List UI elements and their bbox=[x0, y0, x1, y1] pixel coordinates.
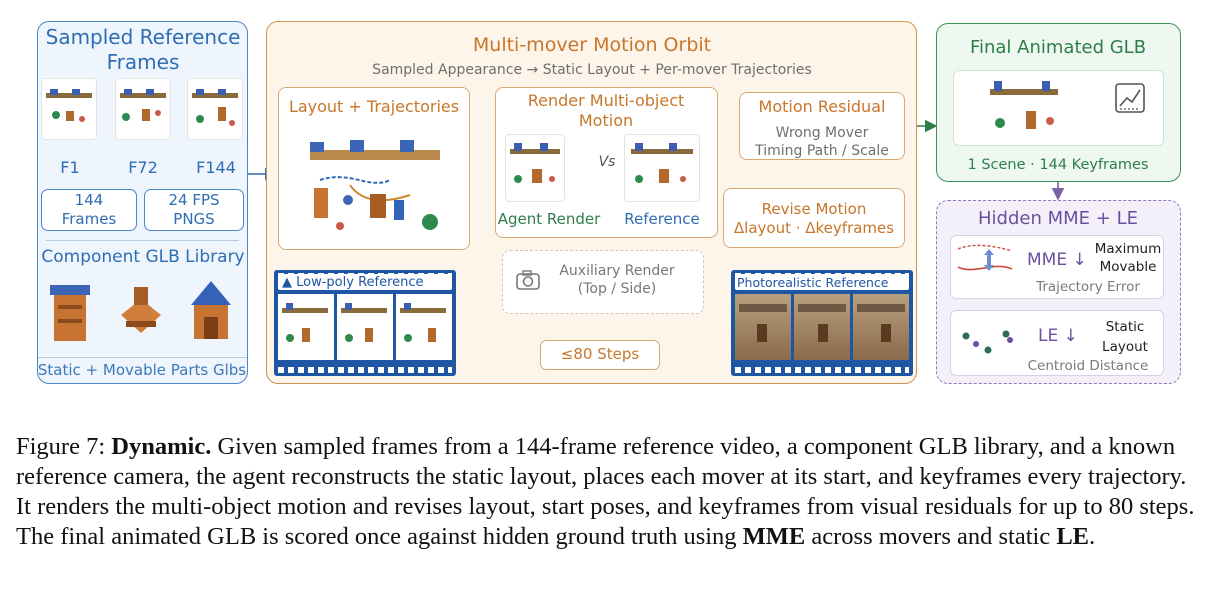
photorealistic-film-strip: Photorealistic Reference bbox=[731, 270, 913, 376]
frame-label-f144: F144 bbox=[196, 158, 236, 177]
revise-motion-box bbox=[723, 188, 905, 248]
frame-thumbnail-f1 bbox=[41, 78, 97, 140]
component-glb-library-icons bbox=[50, 281, 231, 341]
caption-bold-mme: MME bbox=[742, 523, 806, 550]
frames-count-box bbox=[41, 189, 137, 231]
agent-render-thumbnail bbox=[505, 134, 565, 202]
photo-label-bg bbox=[735, 274, 909, 290]
lowpoly-label-bg bbox=[278, 274, 452, 290]
caption-text-1: Given sampled frames from a 144-frame re… bbox=[16, 433, 1195, 550]
lowpoly-frame-2 bbox=[337, 294, 393, 360]
mme-card bbox=[950, 235, 1164, 299]
lowpoly-label: ▲ Low-poly Reference bbox=[282, 275, 424, 290]
le-label: LE ↓ bbox=[1038, 326, 1078, 346]
lowpoly-frame-3 bbox=[396, 294, 452, 360]
layout-trajectories-title: Layout + Trajectories bbox=[288, 97, 460, 116]
frame-label-f1: F1 bbox=[60, 158, 80, 177]
layout-trajectories-box bbox=[278, 87, 470, 250]
component-library-title: Component GLB Library bbox=[41, 247, 245, 267]
le-card bbox=[950, 310, 1164, 376]
mme-subtitle: Trajectory Error bbox=[1036, 279, 1140, 295]
centroid-dots-icon bbox=[962, 330, 1013, 354]
final-caption: 1 Scene · 144 Keyframes bbox=[967, 157, 1149, 173]
final-scene-preview bbox=[953, 70, 1164, 146]
caption-bold-le: LE bbox=[1056, 523, 1090, 550]
layout-scene-illustration bbox=[310, 140, 440, 230]
motion-orbit-subtitle: Sampled Appearance → Static Layout + Per… bbox=[372, 62, 812, 78]
camera-icon bbox=[516, 270, 540, 290]
agent-render-label: Agent Render bbox=[497, 210, 601, 228]
tree-icon: ▲ bbox=[282, 275, 297, 290]
motion-residual-box bbox=[739, 92, 905, 160]
versus-label: Vs bbox=[598, 154, 616, 170]
caption-text-2: across movers and static bbox=[811, 523, 1051, 550]
reference-thumbnail bbox=[624, 134, 700, 202]
photo-frame-1 bbox=[735, 294, 791, 360]
frame-thumbnail-f72 bbox=[115, 78, 171, 140]
left-divider bbox=[46, 240, 239, 241]
motion-orbit-title: Multi-mover Motion Orbit bbox=[472, 34, 712, 56]
caption-text-3: . bbox=[1089, 523, 1096, 550]
lowpoly-frame-1 bbox=[278, 294, 334, 360]
steps-label: ≤80 Steps bbox=[560, 345, 640, 363]
le-subtitle: Centroid Distance bbox=[1027, 358, 1149, 374]
auxiliary-render-box bbox=[502, 250, 704, 314]
photo-frame-3 bbox=[853, 294, 909, 360]
fps-box bbox=[144, 189, 244, 231]
trajectory-error-icon bbox=[957, 244, 1013, 271]
mme-label: MME ↓ bbox=[1027, 250, 1087, 270]
left-footer-divider bbox=[38, 357, 247, 358]
auxiliary-render-text: Auxiliary Render(Top / Side) bbox=[559, 263, 675, 297]
caption-bold-dynamic: Dynamic. bbox=[111, 433, 212, 460]
frame-thumbnail-f144 bbox=[187, 78, 243, 140]
reference-label: Reference bbox=[624, 210, 700, 228]
frame-label-f72: F72 bbox=[128, 158, 158, 177]
final-animated-glb-title: Final Animated GLB bbox=[969, 37, 1147, 58]
lowpoly-film-strip: ▲ Low-poly Reference bbox=[274, 270, 456, 376]
photorealistic-label: Photorealistic Reference bbox=[737, 275, 889, 290]
figure-caption: Figure 7: Dynamic. Given sampled frames … bbox=[16, 432, 1206, 552]
photo-frame-2 bbox=[794, 294, 850, 360]
hidden-metrics-title: Hidden MME + LE bbox=[978, 208, 1138, 229]
steps-box bbox=[540, 340, 660, 370]
motion-residual-title: Motion Residual bbox=[758, 97, 886, 116]
caption-figure-number: Figure 7: bbox=[16, 433, 106, 460]
left-footer-text: Static + Movable Parts Glbs bbox=[37, 361, 247, 379]
animation-curve-icon bbox=[1115, 83, 1145, 113]
